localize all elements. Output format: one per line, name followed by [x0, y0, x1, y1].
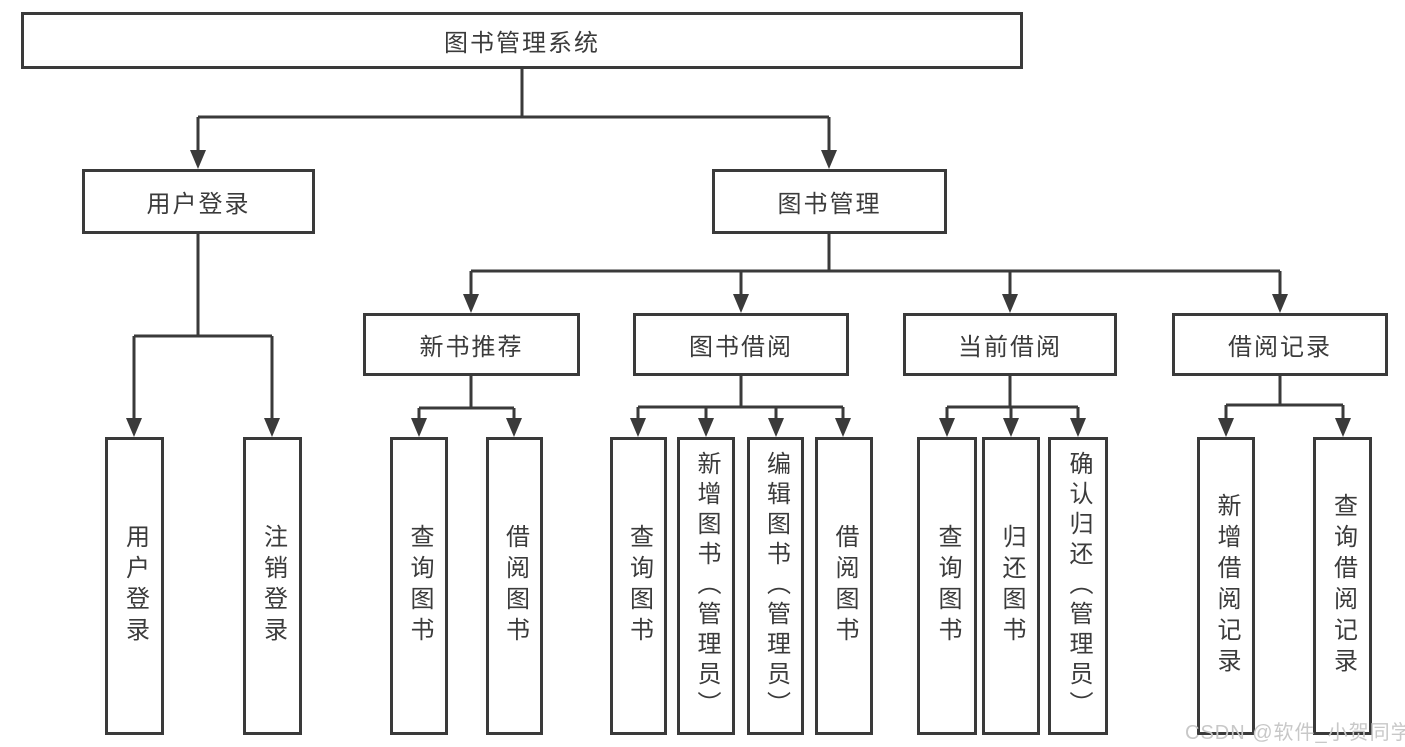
leaf-confirm-return-admin-label: 确认归还（管理员）	[1065, 451, 1092, 721]
leaf-user-login-label: 用户登录	[121, 524, 149, 648]
node-borrow-records-label: 借阅记录	[1228, 334, 1332, 361]
leaf-query-books-a: 查询图书	[390, 437, 448, 735]
node-book-management: 图书管理	[712, 169, 947, 234]
leaf-query-books-c-label: 查询图书	[934, 524, 961, 648]
leaf-query-books-a-label: 查询图书	[406, 524, 433, 648]
leaf-confirm-return-admin: 确认归还（管理员）	[1048, 437, 1108, 735]
leaf-add-borrow-record: 新增借阅记录	[1197, 437, 1255, 735]
node-root-label: 图书管理系统	[444, 30, 600, 57]
node-user-login: 用户登录	[82, 169, 315, 234]
watermark: CSDN @软件_小贺同学	[1185, 722, 1405, 744]
leaf-edit-books-admin: 编辑图书（管理员）	[747, 437, 804, 735]
node-current-borrow-label: 当前借阅	[958, 334, 1062, 361]
leaf-query-borrow-record: 查询借阅记录	[1313, 437, 1372, 735]
leaf-edit-books-admin-label: 编辑图书（管理员）	[762, 451, 790, 721]
leaf-query-borrow-record-label: 查询借阅记录	[1329, 493, 1357, 679]
leaf-borrow-books-b: 借阅图书	[815, 437, 873, 735]
leaf-query-books-b-label: 查询图书	[625, 524, 653, 648]
leaf-borrow-books-a: 借阅图书	[486, 437, 543, 735]
leaf-logout: 注销登录	[243, 437, 302, 735]
node-new-book-recommend-label: 新书推荐	[419, 334, 524, 361]
node-borrow-records: 借阅记录	[1172, 313, 1388, 376]
leaf-query-books-b: 查询图书	[610, 437, 667, 735]
node-root: 图书管理系统	[21, 12, 1023, 69]
leaf-query-books-c: 查询图书	[917, 437, 977, 735]
node-user-login-label: 用户登录	[146, 191, 251, 218]
node-book-management-label: 图书管理	[777, 191, 882, 218]
leaf-return-books: 归还图书	[982, 437, 1040, 735]
leaf-add-books-admin: 新增图书（管理员）	[677, 437, 735, 735]
node-book-borrow: 图书借阅	[633, 313, 849, 376]
leaf-borrow-books-a-label: 借阅图书	[501, 524, 529, 648]
arrowheads	[126, 150, 1351, 437]
leaf-add-books-admin-label: 新增图书（管理员）	[693, 451, 720, 721]
leaf-user-login: 用户登录	[105, 437, 164, 735]
node-current-borrow: 当前借阅	[903, 313, 1117, 376]
leaf-return-books-label: 归还图书	[998, 524, 1025, 648]
node-new-book-recommend: 新书推荐	[363, 313, 580, 376]
leaf-logout-label: 注销登录	[259, 524, 287, 648]
leaf-add-borrow-record-label: 新增借阅记录	[1213, 493, 1240, 679]
node-book-borrow-label: 图书借阅	[689, 334, 793, 361]
leaf-borrow-books-b-label: 借阅图书	[831, 524, 858, 648]
